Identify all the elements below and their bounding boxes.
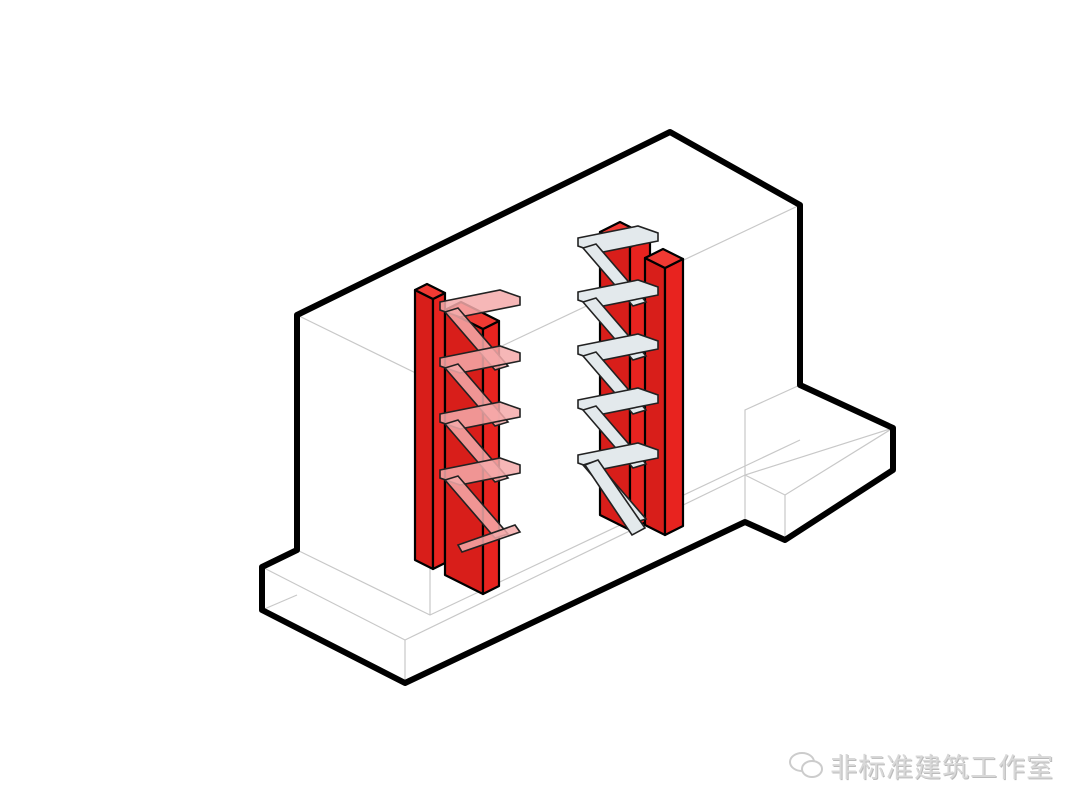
core-left-back-side xyxy=(431,291,447,571)
core-left-back-top xyxy=(413,282,447,301)
core-left-back-front xyxy=(413,288,435,571)
watermark-text: 非标准建筑工作室 xyxy=(830,752,1054,784)
stairs xyxy=(439,225,659,553)
watermark: 非标准建筑工作室 xyxy=(788,745,1054,785)
wechat-icon xyxy=(789,752,823,778)
stair-flight-right-bottom xyxy=(583,459,647,537)
stair-landing-left-bottom xyxy=(456,524,522,553)
core-right-front-top xyxy=(643,247,685,270)
core-right-front-side xyxy=(663,257,685,537)
building-outline xyxy=(259,129,896,686)
